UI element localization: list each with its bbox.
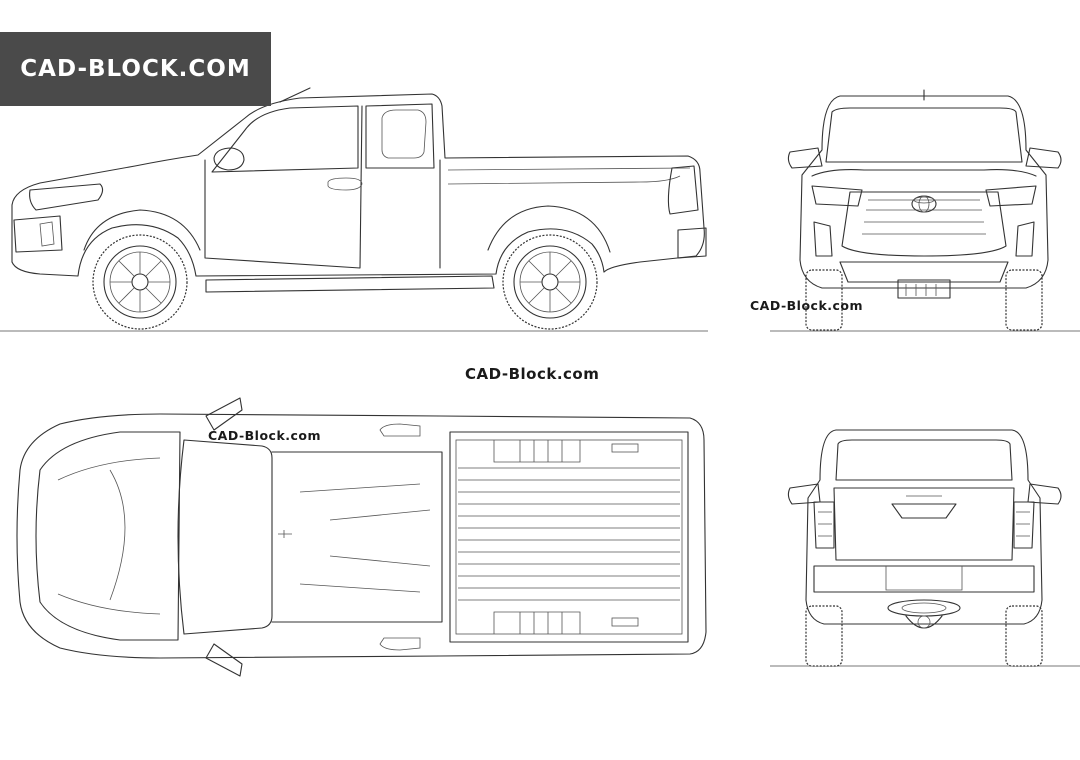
watermark-top-view: CAD-Block.com xyxy=(208,428,322,443)
side-view xyxy=(0,87,708,332)
rear-view xyxy=(770,429,1080,667)
watermark-center: CAD-Block.com xyxy=(465,365,600,383)
bed-slats xyxy=(458,467,680,601)
watermark-front-view: CAD-Block.com xyxy=(750,298,864,313)
logo-text: CAD-BLOCK.COM xyxy=(20,56,251,82)
side-front-wheel xyxy=(92,234,188,330)
front-view xyxy=(770,89,1080,332)
side-rear-wheel xyxy=(502,234,598,330)
toyota-emblem-icon xyxy=(911,195,937,213)
logo-badge: CAD-BLOCK.COM xyxy=(0,32,271,106)
top-view xyxy=(16,397,707,677)
